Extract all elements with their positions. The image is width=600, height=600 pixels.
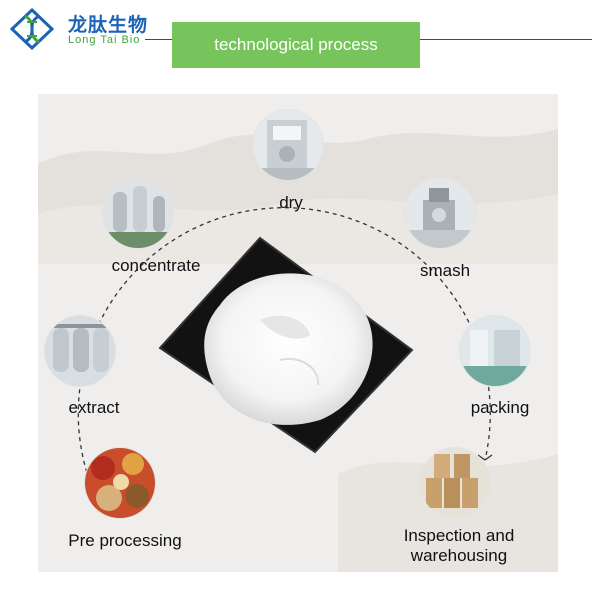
step-dry-label: dry xyxy=(279,193,303,212)
step-extract-photo xyxy=(45,316,115,386)
dryer-machine-icon xyxy=(253,110,323,180)
dna-logo-icon xyxy=(9,8,55,50)
step-pre-processing-label: Pre processing xyxy=(68,531,182,550)
step-inspection-label: Inspection and warehousing xyxy=(404,526,515,566)
section-title-banner: technological process xyxy=(172,22,420,68)
extraction-tanks-icon xyxy=(45,316,115,386)
concentrator-equipment-icon xyxy=(103,178,173,248)
header-divider-left xyxy=(145,39,172,40)
company-logo: 龙肽生物 Long Tai Bio xyxy=(8,6,158,50)
step-packing-photo xyxy=(460,316,530,386)
step-extract-label: extract xyxy=(68,398,120,417)
step-pre-processing-photo xyxy=(85,448,155,518)
step-inspection-label-line2: warehousing xyxy=(410,546,508,565)
logo-chinese-name: 龙肽生物 xyxy=(68,14,149,36)
step-inspection-photo xyxy=(420,448,490,518)
logo-english-name: Long Tai Bio xyxy=(68,34,141,46)
dried-herbs-icon xyxy=(85,448,155,518)
powder-plate-image xyxy=(158,236,414,454)
step-smash-label: smash xyxy=(419,261,471,280)
stacked-drums-icon xyxy=(420,448,490,518)
clean-room-icon xyxy=(460,316,530,386)
step-dry-photo xyxy=(253,110,323,180)
step-concentrate-photo xyxy=(103,178,173,248)
grinder-machine-icon xyxy=(405,178,475,248)
step-concentrate-label: concentrate xyxy=(111,256,201,275)
step-packing-label: packing xyxy=(470,398,530,417)
step-smash-photo xyxy=(405,178,475,248)
header-divider-right xyxy=(420,39,592,40)
step-inspection-label-line1: Inspection and xyxy=(403,526,515,545)
